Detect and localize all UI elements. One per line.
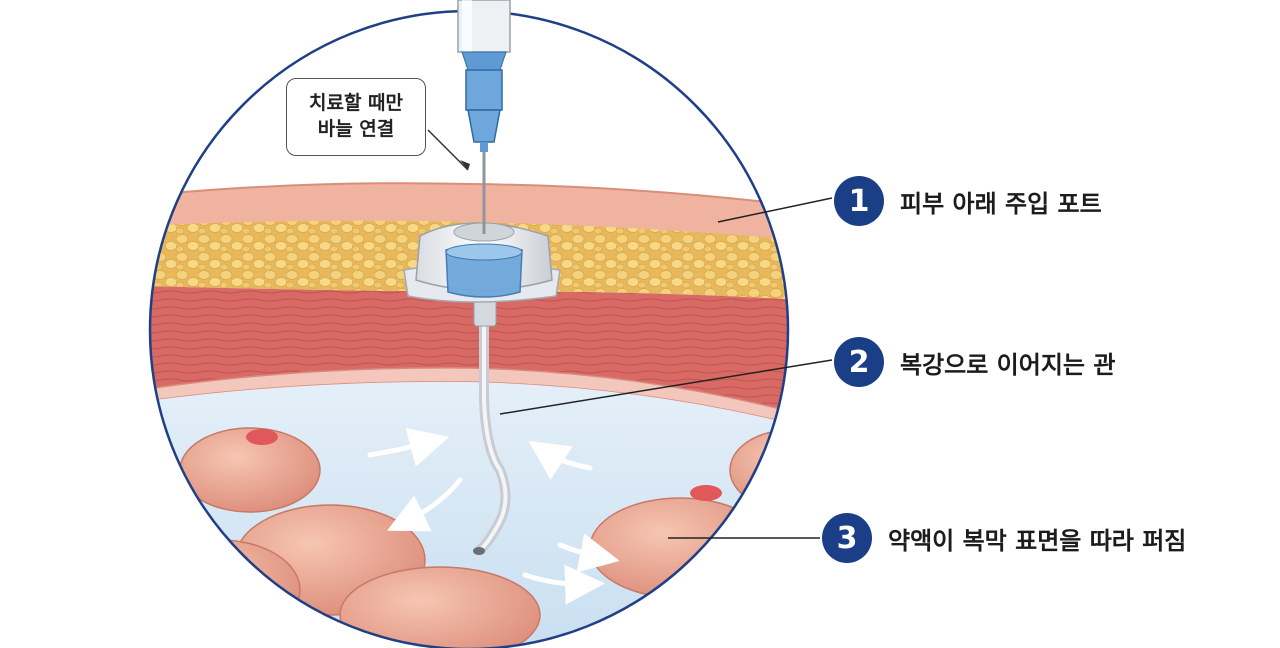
label-3-badge: 3 xyxy=(822,513,872,563)
label-1: 1 피부 아래 주입 포트 xyxy=(834,176,1102,226)
injection-port xyxy=(403,222,561,303)
needle-callout: 치료할 때만 바늘 연결 xyxy=(286,78,426,156)
nodule xyxy=(690,485,722,501)
label-2-badge: 2 xyxy=(834,337,884,387)
needle-callout-line1: 치료할 때만 xyxy=(308,92,403,115)
needle-callout-line2: 바늘 연결 xyxy=(317,118,395,140)
flow-arrows xyxy=(367,427,620,605)
label-1-badge: 1 xyxy=(834,176,884,226)
label-1-leader xyxy=(717,197,833,223)
needle-callout-leader xyxy=(427,129,469,171)
label-2-text: 복강으로 이어지는 관 xyxy=(900,350,1116,379)
label-2-leader xyxy=(499,359,833,415)
label-1-text: 피부 아래 주입 포트 xyxy=(900,189,1102,218)
label-2: 2 복강으로 이어지는 관 xyxy=(834,337,1115,387)
nodule xyxy=(246,429,278,445)
label-3: 3 약액이 복막 표면을 따라 퍼짐 xyxy=(822,513,1186,563)
catheter-connector xyxy=(473,299,497,327)
label-3-text: 약액이 복막 표면을 따라 퍼짐 xyxy=(888,526,1187,555)
syringe xyxy=(457,0,511,152)
